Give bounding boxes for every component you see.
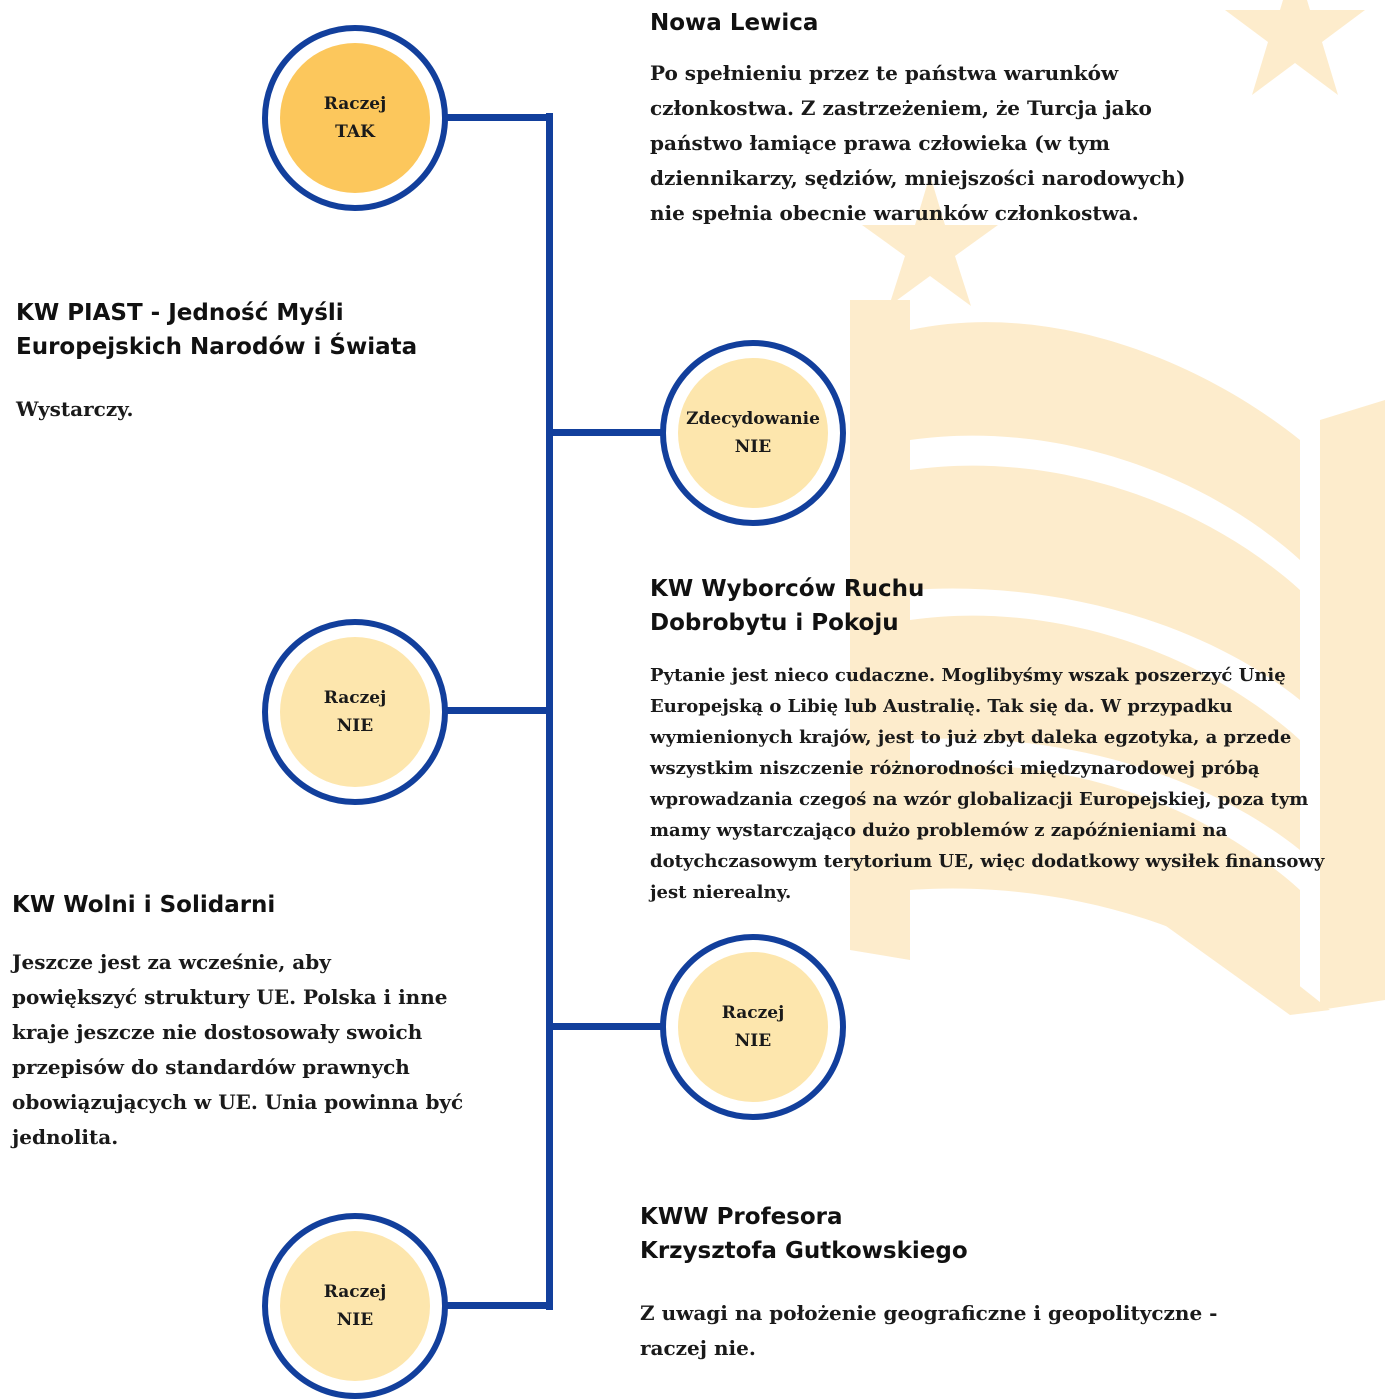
- answer-node-fill: Raczej NIE: [678, 952, 828, 1102]
- connector-line: [447, 1302, 553, 1309]
- party-name-piast: KW PIAST - Jedność Myśli Europejskich Na…: [16, 300, 418, 360]
- answer-label-line2: NIE: [336, 716, 374, 736]
- answer-node-gutkowski: Raczej NIE: [262, 1213, 448, 1399]
- party-name-nowa-lewica: Nowa Lewica: [650, 10, 819, 36]
- answer-node-nowa-lewica: Raczej TAK: [262, 25, 448, 211]
- answer-node-piast: Zdecydowanie NIE: [660, 340, 846, 526]
- answer-label-line1: Raczej: [323, 94, 387, 114]
- party-name-wolni-i-solidarni: KW Wolni i Solidarni: [12, 892, 276, 918]
- answer-label-line2: NIE: [734, 437, 772, 457]
- answer-text-piast: Wystarczy.: [16, 397, 134, 421]
- answer-node-fill: Raczej NIE: [280, 1231, 430, 1381]
- answer-label-line1: Zdecydowanie: [686, 409, 820, 429]
- connector-line: [549, 1023, 664, 1030]
- answer-text-wolni-i-solidarni: Jeszcze jest za wcześnie, aby powiększyć…: [12, 950, 464, 1149]
- star-icon: [1225, 0, 1365, 95]
- answer-label-line2: TAK: [335, 122, 375, 142]
- connector-line: [447, 707, 553, 714]
- answer-label-line2: NIE: [336, 1310, 374, 1330]
- connector-line: [447, 114, 553, 121]
- answer-node-fill: Zdecydowanie NIE: [678, 358, 828, 508]
- party-name-gutkowski: KWW Profesora Krzysztofa Gutkowskiego: [640, 1204, 968, 1264]
- answer-label-line1: Raczej: [323, 1282, 387, 1302]
- answer-node-fill: Raczej NIE: [280, 637, 430, 787]
- answer-node-ruch-dobrobytu: Raczej NIE: [262, 619, 448, 805]
- answer-node-wolni-i-solidarni: Raczej NIE: [660, 934, 846, 1120]
- answer-text-gutkowski: Z uwagi na położenie geograficzne i geop…: [640, 1301, 1218, 1360]
- answer-label-line1: Raczej: [721, 1003, 785, 1023]
- party-name-ruch-dobrobytu: KW Wyborców Ruchu Dobrobytu i Pokoju: [650, 576, 925, 636]
- answer-label-line2: NIE: [734, 1031, 772, 1051]
- answer-label-line1: Raczej: [323, 688, 387, 708]
- answer-node-fill: Raczej TAK: [280, 43, 430, 193]
- answer-text-nowa-lewica: Po spełnieniu przez te państwa warunków …: [650, 61, 1186, 225]
- connector-line: [549, 429, 664, 436]
- answer-text-ruch-dobrobytu: Pytanie jest nieco cudaczne. Moglibyśmy …: [650, 665, 1325, 903]
